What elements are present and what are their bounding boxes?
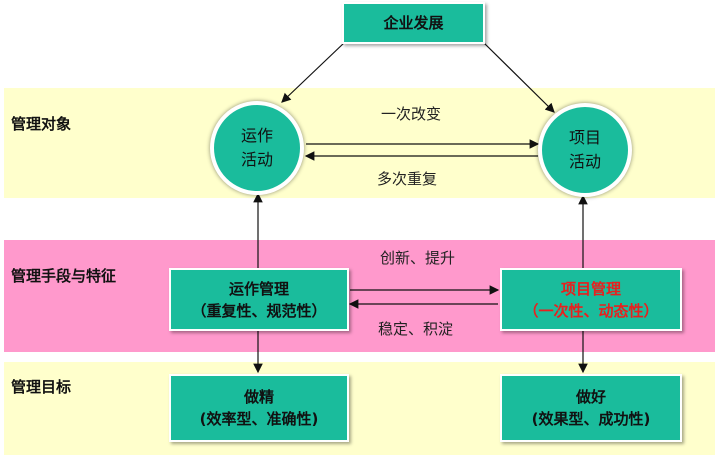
band-label-goal: 管理目标 xyxy=(11,378,72,396)
label-stable: 稳定、积淀 xyxy=(378,320,454,338)
box-do-precise-line1: 做精 xyxy=(243,388,274,406)
circle-project-activity: 项目 活动 xyxy=(538,103,632,197)
box-operation-management-line2: （重复性、规范性） xyxy=(191,301,327,320)
band-label-object: 管理对象 xyxy=(11,115,72,133)
circle-operation-line2: 活动 xyxy=(240,150,273,169)
node-enterprise-development: 企业发展 xyxy=(342,2,485,44)
label-innovate: 创新、提升 xyxy=(380,249,456,267)
circle-operation-activity: 运作 活动 xyxy=(210,101,304,195)
circle-operation-line1: 运作 xyxy=(240,126,273,145)
box-do-precise: 做精 (效率型、准确性) xyxy=(169,374,349,442)
label-repeat-often: 多次重复 xyxy=(377,170,438,188)
circle-project-line2: 活动 xyxy=(568,152,601,171)
arrow-top-to-project xyxy=(482,41,555,113)
box-project-management: 项目管理 （一次性、动态性） xyxy=(500,268,682,331)
label-once-change: 一次改变 xyxy=(381,105,442,123)
node-enterprise-development-label: 企业发展 xyxy=(383,14,444,32)
box-project-management-line1: 项目管理 xyxy=(560,279,621,298)
arrow-top-to-operation xyxy=(281,41,346,103)
box-do-well-line1: 做好 xyxy=(575,388,606,406)
box-operation-management-line1: 运作管理 xyxy=(228,279,289,298)
box-project-management-line2: （一次性、动态性） xyxy=(523,301,659,320)
band-label-means: 管理手段与特征 xyxy=(11,267,117,285)
box-do-well: 做好 (效果型、成功性) xyxy=(500,374,682,442)
box-operation-management: 运作管理 （重复性、规范性） xyxy=(169,268,349,331)
circle-project-line1: 项目 xyxy=(568,128,601,147)
box-do-well-line2: (效果型、成功性) xyxy=(531,410,651,428)
box-do-precise-line2: (效率型、准确性) xyxy=(199,410,319,428)
